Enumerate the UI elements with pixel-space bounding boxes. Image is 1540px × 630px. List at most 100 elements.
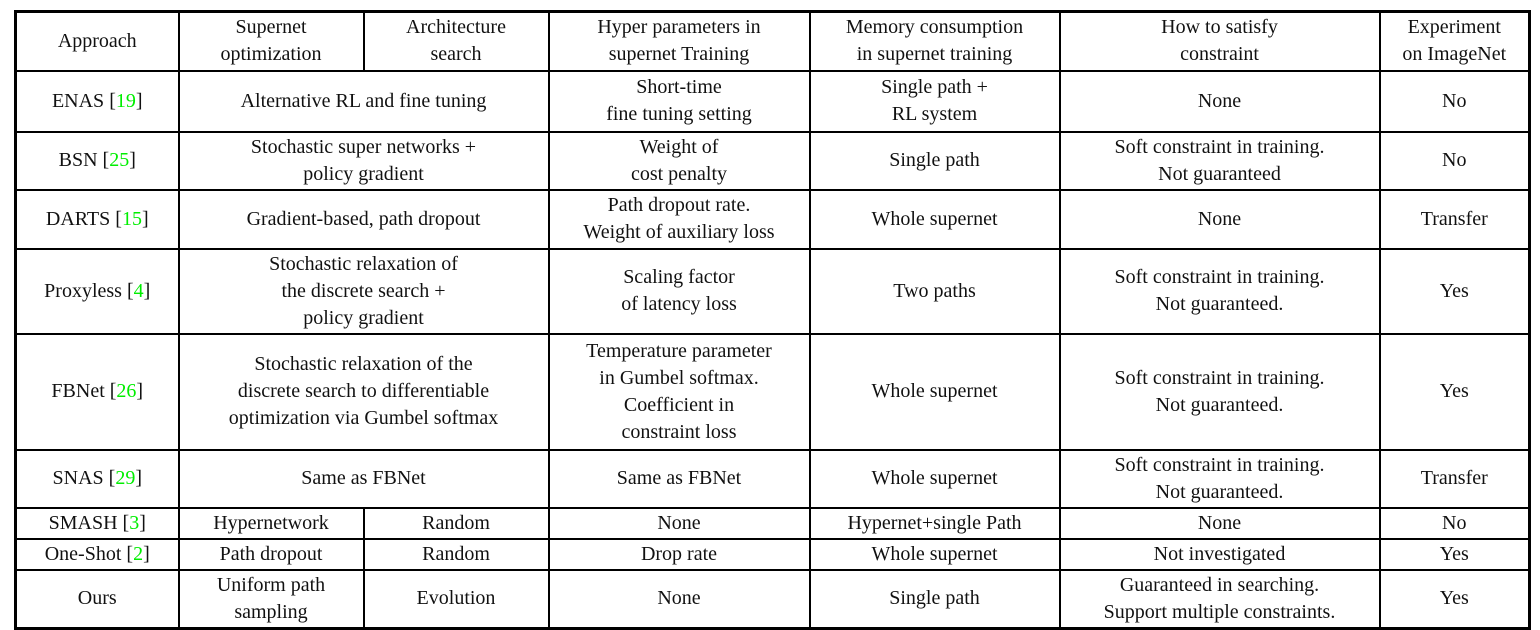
constraint-cell: Soft constraint in training. Not guarant…	[1058, 130, 1381, 191]
citation-number[interactable]: 3	[129, 511, 140, 534]
approach-cell: Ours	[14, 568, 180, 629]
imagenet-cell: No	[1378, 506, 1531, 540]
citation: [25]	[102, 149, 136, 171]
citation: [26]	[109, 380, 144, 402]
constraint-cell: None	[1058, 188, 1381, 250]
memory-cell: Hypernet+single Path	[808, 506, 1061, 540]
table-row: BSN [25] Stochastic super networks + pol…	[14, 130, 1531, 191]
approach-cell: BSN [25]	[14, 130, 180, 191]
constraint-cell: Guaranteed in searching. Support multipl…	[1058, 568, 1381, 629]
approach-label: Proxyless	[44, 279, 122, 302]
citation: [19]	[109, 89, 143, 112]
table-row: Ours Uniform path sampling Evolution Non…	[14, 568, 1531, 629]
merged-supernet-arch-cell: Stochastic relaxation of the discrete se…	[177, 247, 550, 335]
header-architecture-search: Architecture search	[362, 10, 550, 72]
imagenet-cell: Yes	[1378, 247, 1531, 335]
approach-label: One-Shot	[44, 542, 122, 565]
comparison-table-container: Approach Supernet optimization Architect…	[14, 10, 1531, 630]
citation: [15]	[115, 207, 149, 230]
constraint-cell: None	[1058, 69, 1381, 133]
memory-cell: Single path + RL system	[808, 69, 1061, 133]
hyper-cell: Drop rate	[547, 537, 811, 571]
supernet-cell: Path dropout	[177, 537, 365, 571]
header-approach: Approach	[14, 10, 180, 72]
merged-supernet-arch-cell: Alternative RL and fine tuning	[177, 69, 550, 133]
nas-comparison-table: Approach Supernet optimization Architect…	[14, 10, 1531, 630]
citation-number[interactable]: 19	[115, 89, 136, 112]
imagenet-cell: Transfer	[1378, 448, 1531, 509]
header-hyper-parameters: Hyper parameters in supernet Training	[547, 10, 811, 72]
approach-label: Ours	[77, 587, 117, 609]
hyper-cell: Temperature parameter in Gumbel softmax.…	[547, 332, 811, 451]
arch-cell: Evolution	[362, 568, 550, 629]
memory-cell: Two paths	[808, 247, 1061, 335]
table-row: ENAS [19] Alternative RL and fine tuning…	[14, 69, 1531, 133]
approach-cell: FBNet [26]	[14, 332, 180, 451]
table-row: SMASH [3] Hypernetwork Random None Hyper…	[14, 506, 1531, 540]
approach-cell: DARTS [15]	[14, 188, 180, 250]
constraint-cell: None	[1058, 506, 1381, 540]
approach-label: SNAS	[52, 467, 104, 489]
approach-cell: SNAS [29]	[14, 448, 180, 509]
citation-number[interactable]: 2	[133, 542, 144, 565]
arch-cell: Random	[362, 537, 550, 571]
hyper-cell: Short-time fine tuning setting	[547, 69, 811, 133]
citation: [3]	[122, 511, 146, 534]
hyper-cell: None	[547, 506, 811, 540]
imagenet-cell: Yes	[1378, 332, 1531, 451]
supernet-cell: Uniform path sampling	[177, 568, 365, 629]
header-imagenet: Experiment on ImageNet	[1378, 10, 1531, 72]
citation: [4]	[126, 279, 151, 302]
approach-label: SMASH	[48, 511, 118, 534]
header-supernet-optimization: Supernet optimization	[177, 10, 365, 72]
memory-cell: Whole supernet	[808, 537, 1061, 571]
approach-cell: One-Shot [2]	[14, 537, 180, 571]
memory-cell: Whole supernet	[808, 448, 1061, 509]
merged-supernet-arch-cell: Same as FBNet	[177, 448, 550, 509]
approach-label: ENAS	[51, 89, 105, 112]
constraint-cell: Not investigated	[1058, 537, 1381, 571]
approach-label: BSN	[58, 149, 98, 171]
table-row: DARTS [15] Gradient-based, path dropout …	[14, 188, 1531, 250]
citation-number[interactable]: 25	[109, 149, 130, 171]
memory-cell: Single path	[808, 130, 1061, 191]
table-header-row: Approach Supernet optimization Architect…	[14, 10, 1531, 72]
approach-cell: Proxyless [4]	[14, 247, 180, 335]
arch-cell: Random	[362, 506, 550, 540]
hyper-cell: None	[547, 568, 811, 629]
constraint-cell: Soft constraint in training. Not guarant…	[1058, 247, 1381, 335]
approach-cell: SMASH [3]	[14, 506, 180, 540]
approach-label: FBNet	[51, 380, 105, 402]
citation: [29]	[108, 467, 142, 489]
citation-number[interactable]: 4	[133, 279, 144, 302]
citation-number[interactable]: 15	[121, 207, 142, 230]
hyper-cell: Path dropout rate. Weight of auxiliary l…	[547, 188, 811, 250]
header-constraint: How to satisfy constraint	[1058, 10, 1381, 72]
supernet-cell: Hypernetwork	[177, 506, 365, 540]
citation-number[interactable]: 29	[115, 467, 136, 489]
table-row: Proxyless [4] Stochastic relaxation of t…	[14, 247, 1531, 335]
constraint-cell: Soft constraint in training. Not guarant…	[1058, 332, 1381, 451]
memory-cell: Single path	[808, 568, 1061, 629]
imagenet-cell: Yes	[1378, 568, 1531, 629]
hyper-cell: Same as FBNet	[547, 448, 811, 509]
table-row: One-Shot [2] Path dropout Random Drop ra…	[14, 537, 1531, 571]
imagenet-cell: Yes	[1378, 537, 1531, 571]
header-memory-consumption: Memory consumption in supernet training	[808, 10, 1061, 72]
citation: [2]	[126, 542, 150, 565]
approach-cell: ENAS [19]	[14, 69, 180, 133]
imagenet-cell: No	[1378, 130, 1531, 191]
approach-label: DARTS	[45, 207, 111, 230]
table-row: FBNet [26] Stochastic relaxation of the …	[14, 332, 1531, 451]
imagenet-cell: No	[1378, 69, 1531, 133]
merged-supernet-arch-cell: Stochastic relaxation of the discrete se…	[177, 332, 550, 451]
merged-supernet-arch-cell: Gradient-based, path dropout	[177, 188, 550, 250]
memory-cell: Whole supernet	[808, 188, 1061, 250]
imagenet-cell: Transfer	[1378, 188, 1531, 250]
citation-number[interactable]: 26	[116, 380, 137, 402]
memory-cell: Whole supernet	[808, 332, 1061, 451]
hyper-cell: Weight of cost penalty	[547, 130, 811, 191]
table-row: SNAS [29] Same as FBNet Same as FBNet Wh…	[14, 448, 1531, 509]
constraint-cell: Soft constraint in training. Not guarant…	[1058, 448, 1381, 509]
hyper-cell: Scaling factor of latency loss	[547, 247, 811, 335]
